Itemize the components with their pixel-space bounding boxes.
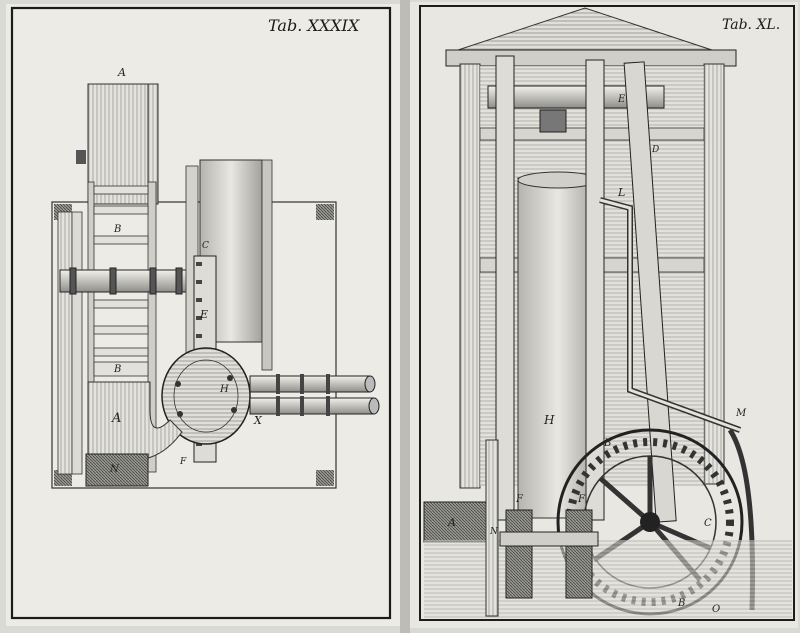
- left-oval-chamber: [161, 347, 251, 445]
- right-ground: [424, 540, 792, 618]
- right-base-pipe: [423, 501, 489, 543]
- right-post-n: [485, 439, 499, 617]
- right-axle-weight: [539, 109, 567, 133]
- left-corner-block-tr: [316, 204, 334, 220]
- right-label-m: M: [735, 408, 747, 419]
- right-label-h: H: [543, 413, 555, 427]
- right-label-e: E: [617, 94, 626, 105]
- left-pipe-upper: [249, 375, 371, 393]
- left-label-x: X: [253, 414, 263, 427]
- page-gutter: [400, 0, 410, 633]
- left-post-inner: [71, 211, 83, 475]
- left-pipe-collars: [276, 374, 330, 416]
- left-oval-bolt-2: [177, 411, 183, 417]
- plate-left-border: [10, 6, 392, 620]
- right-barrel-right: [565, 509, 593, 599]
- left-shaft-rod: [76, 150, 86, 164]
- left-pipe-lower: [249, 397, 375, 415]
- left-oval-inner: [173, 359, 239, 433]
- right-label-c: C: [704, 518, 712, 529]
- right-label-f-right: F: [577, 494, 586, 505]
- right-label-n: N: [489, 527, 499, 537]
- right-main-cylinder: [517, 177, 599, 519]
- left-label-a-top: A: [117, 66, 126, 79]
- left-label-c: C: [202, 241, 209, 251]
- plate-right: Tab. XL.: [410, 2, 798, 628]
- left-label-n: N: [109, 464, 120, 475]
- right-label-b2: B: [677, 598, 685, 609]
- right-label-a: A: [447, 516, 456, 529]
- left-ladder-rungs: [93, 185, 149, 377]
- left-pump-post-r: [261, 159, 273, 371]
- left-oval-bolt-3: [227, 375, 233, 381]
- plate-left-title: Tab. XXXIX: [268, 16, 360, 35]
- left-label-h: H: [219, 384, 229, 395]
- plate-left: Tab. XXXIX: [6, 4, 400, 626]
- left-base-block: [85, 453, 149, 487]
- right-barrel-bridge: [499, 531, 599, 547]
- left-shaft-top: [87, 83, 159, 205]
- right-label-b: B: [603, 438, 611, 449]
- right-rod-middle: [585, 59, 605, 521]
- left-label-f: F: [179, 457, 187, 467]
- plate-right-title: Tab. XL.: [722, 17, 780, 33]
- left-label-e: E: [199, 308, 208, 321]
- left-pipe-upper-mouth: [364, 375, 376, 393]
- left-oval-bolt-4: [231, 407, 237, 413]
- right-label-o: O: [712, 604, 720, 615]
- right-label-d: D: [651, 145, 659, 155]
- plate-right-border: [419, 5, 795, 621]
- right-post-left: [459, 63, 481, 489]
- left-label-a-lower: A: [111, 411, 121, 426]
- right-rod-right: [623, 61, 677, 523]
- left-post-outer: [57, 211, 73, 475]
- left-pipe-lower-mouth: [368, 397, 380, 415]
- right-pipe-l-inner: [599, 198, 741, 432]
- right-barrel-left: [505, 509, 533, 599]
- left-axle-rings: [69, 267, 183, 295]
- right-rod-left: [495, 55, 515, 521]
- right-label-f-left: F: [515, 494, 524, 505]
- left-corner-block-br: [316, 470, 334, 486]
- left-label-b-upper: B: [113, 224, 121, 235]
- right-top-axle: [487, 85, 665, 109]
- left-label-b-lower: B: [113, 364, 121, 375]
- left-oval-bolt-1: [175, 381, 181, 387]
- right-label-l: L: [617, 186, 625, 199]
